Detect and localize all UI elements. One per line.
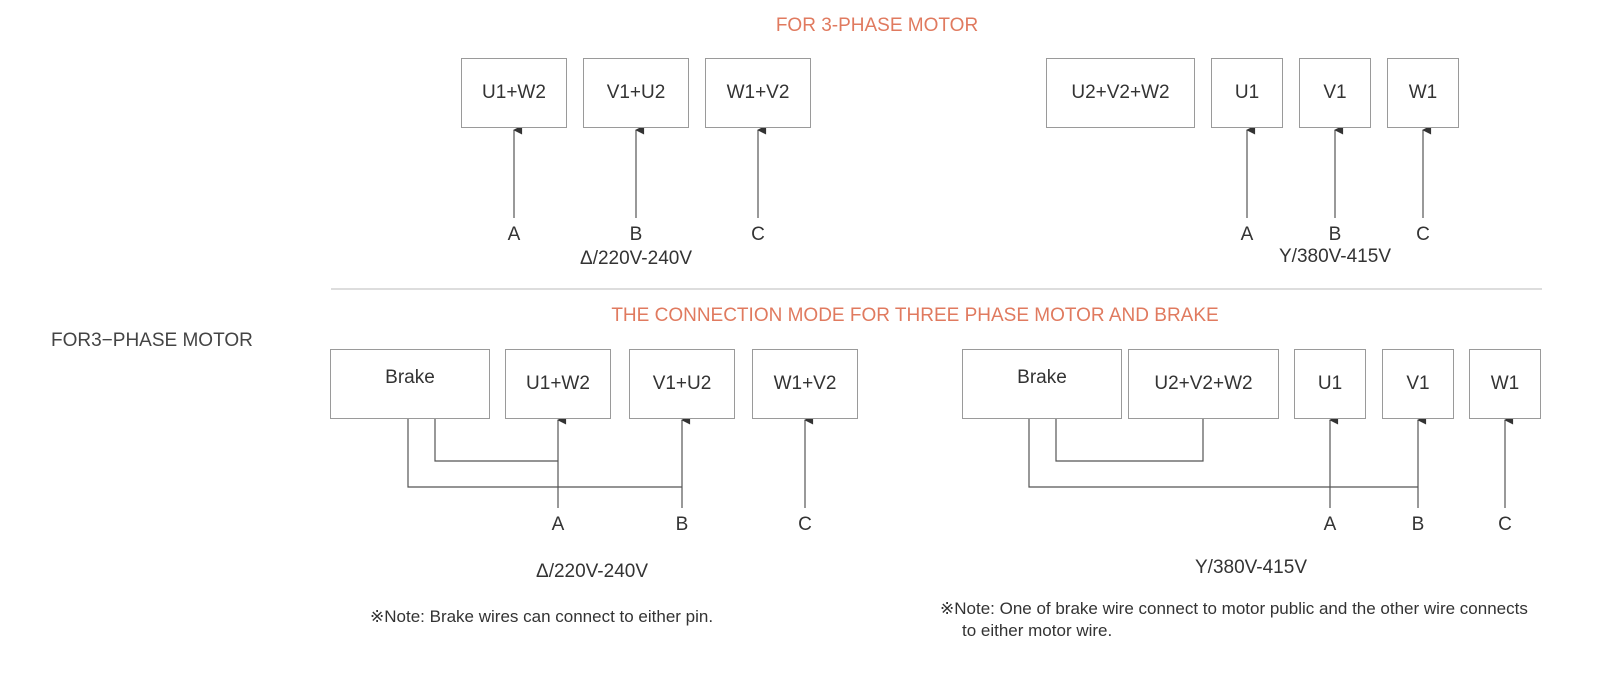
- input-label: C: [1416, 224, 1430, 245]
- input-label: C: [751, 224, 765, 245]
- input-label: B: [1328, 224, 1342, 245]
- note-star: ※Note: One of brake wire connect to moto…: [940, 599, 1528, 640]
- terminal-box: U2+V2+W2: [1046, 58, 1195, 128]
- brake-wire-delta-2: [407, 419, 682, 488]
- terminal-box: V1+U2: [583, 58, 689, 128]
- terminal-box: U1+W2: [461, 58, 567, 128]
- brake-box: Brake: [330, 349, 490, 419]
- input-label: B: [629, 224, 643, 245]
- terminal-box: W1: [1387, 58, 1459, 128]
- input-label: B: [1411, 514, 1425, 535]
- voltage-label: Y/380V-415V: [1195, 557, 1307, 578]
- terminal-box: U1: [1294, 349, 1366, 419]
- brake-wire-star-1: [1055, 419, 1204, 462]
- terminal-box: V1: [1299, 58, 1371, 128]
- bottom-section-title: THE CONNECTION MODE FOR THREE PHASE MOTO…: [611, 305, 1219, 326]
- terminal-box: V1+U2: [629, 349, 735, 419]
- terminal-box: U1+W2: [505, 349, 611, 419]
- terminal-box: U2+V2+W2: [1128, 349, 1279, 419]
- input-label: C: [1498, 514, 1512, 535]
- terminal-box: V1: [1382, 349, 1454, 419]
- brake-box: Brake: [962, 349, 1122, 419]
- side-label: FOR3−PHASE MOTOR: [51, 330, 253, 351]
- input-label: A: [507, 224, 521, 245]
- brake-wire-star-2: [1028, 419, 1418, 488]
- top-section-title: FOR 3-PHASE MOTOR: [775, 15, 979, 36]
- input-label: C: [798, 514, 812, 535]
- terminal-box: W1+V2: [752, 349, 858, 419]
- input-label: A: [551, 514, 565, 535]
- note-delta: ※Note: Brake wires can connect to either…: [370, 607, 714, 626]
- input-label: A: [1240, 224, 1254, 245]
- terminal-box: W1+V2: [705, 58, 811, 128]
- voltage-label: Y/380V-415V: [1279, 246, 1391, 267]
- terminal-box: U1: [1211, 58, 1283, 128]
- voltage-label: Δ/220V-240V: [536, 561, 648, 582]
- voltage-label: Δ/220V-240V: [580, 248, 692, 269]
- terminal-box: W1: [1469, 349, 1541, 419]
- input-label: A: [1323, 514, 1337, 535]
- input-label: B: [675, 514, 689, 535]
- brake-wire-delta-1: [434, 419, 558, 462]
